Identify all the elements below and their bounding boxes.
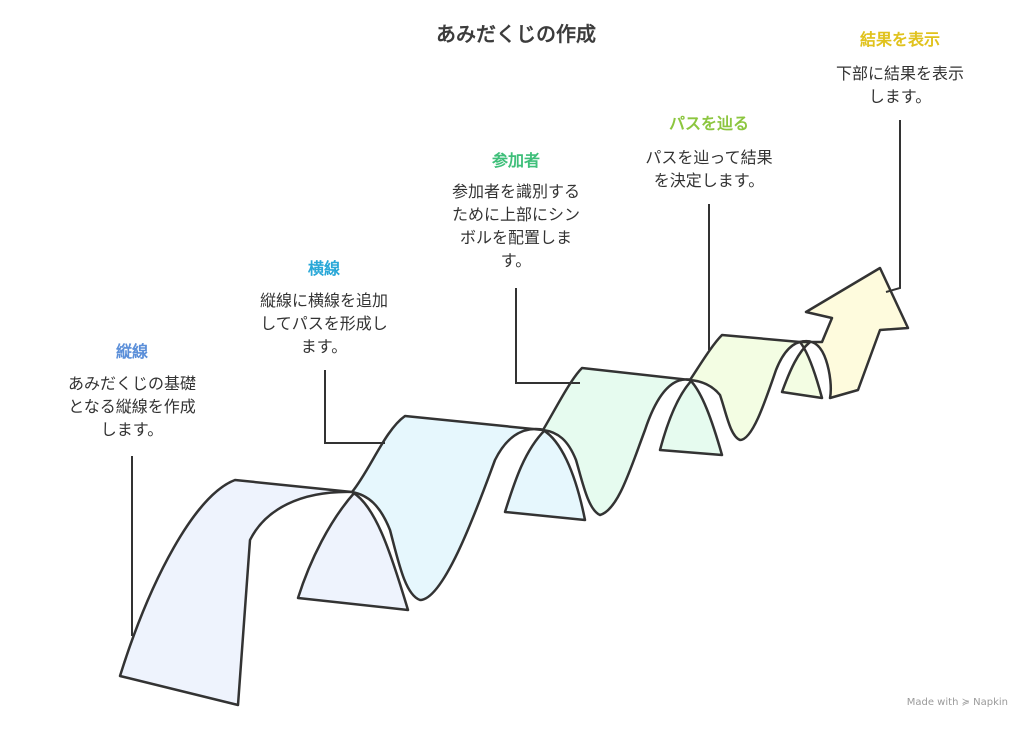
step-desc-2: 縦線に横線を追加してパスを形成します。 (259, 291, 388, 356)
step-title-2: 横線 (307, 259, 340, 278)
step-desc-5: 下部に結果を表示します。 (835, 64, 964, 106)
step-title-1: 縦線 (115, 342, 148, 361)
page-title: あみだくじの作成 (436, 22, 596, 46)
napkin-credit: Made with ≽ Napkin (906, 697, 1008, 708)
step-shape-4 (688, 333, 824, 442)
step-shape-5-arrow (798, 266, 910, 400)
step-desc-3: 参加者を識別するために上部にシンボルを配置します。 (451, 182, 580, 270)
step-title-5: 結果を表示 (859, 30, 940, 49)
connector-line-5 (885, 120, 901, 293)
step-shape-3 (541, 366, 724, 517)
connector-line-2 (324, 370, 385, 444)
step-desc-4: パスを辿って結果を決定します。 (645, 148, 773, 190)
step-title-3: 参加者 (491, 151, 540, 170)
step-shape-2 (350, 414, 587, 602)
step-shape-1 (118, 478, 410, 707)
step-title-4: パスを辿る (668, 114, 749, 133)
connector-line-3 (515, 288, 580, 384)
step-desc-1: あみだくじの基礎となる縦線を作成します。 (67, 374, 196, 439)
